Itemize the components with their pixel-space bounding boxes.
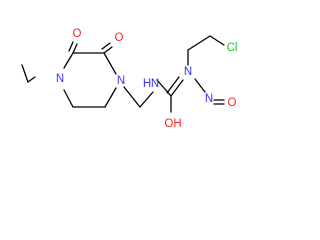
bond-ch2-ch2 [187, 35, 211, 51]
n-urea-label: N [184, 66, 192, 78]
o-nitroso-label: O [228, 97, 237, 109]
nh-h-label: H [143, 78, 151, 90]
n-nitroso-label: N [205, 93, 213, 105]
bond-c2-n1 [103, 52, 117, 75]
bond-c2-o-double-a [103, 46, 113, 54]
bond-ethyl-ch3 [21, 64, 29, 83]
o-right-label: O [115, 32, 124, 44]
bond-c-nurea-a [170, 79, 184, 97]
nh-n-label: N [151, 78, 159, 90]
n-ring-top-label: N [56, 73, 64, 85]
bond-ch2-nh [139, 91, 154, 108]
oh-label: OH [164, 118, 181, 130]
bond-c2-o-double-b [101, 42, 111, 50]
bond-c3-o-double-b [68, 41, 74, 52]
atom-labels: N N O O N H N Cl OH N O [56, 28, 238, 130]
bond-c5-n4 [63, 89, 74, 108]
bond-n4-c3 [63, 52, 74, 69]
bond-ch2-cl [209, 35, 225, 46]
bond-nh-c [156, 79, 172, 97]
bond-nurea-nnitroso [194, 78, 206, 93]
bond-ethyl-ch2-n [27, 76, 36, 83]
bond-c-nurea-b [166, 76, 180, 94]
cl-label: Cl [227, 42, 238, 54]
bond-n1-ch2 [123, 86, 141, 108]
o-upper-label: O [73, 28, 82, 40]
bond-n1-c6 [104, 87, 117, 108]
n-ring-bottom-label: N [117, 75, 125, 87]
bond-lines [21, 35, 225, 113]
structure-diagram: N N O O N H N Cl OH N O [21, 28, 238, 130]
bond-c3-o-double-a [72, 43, 78, 54]
